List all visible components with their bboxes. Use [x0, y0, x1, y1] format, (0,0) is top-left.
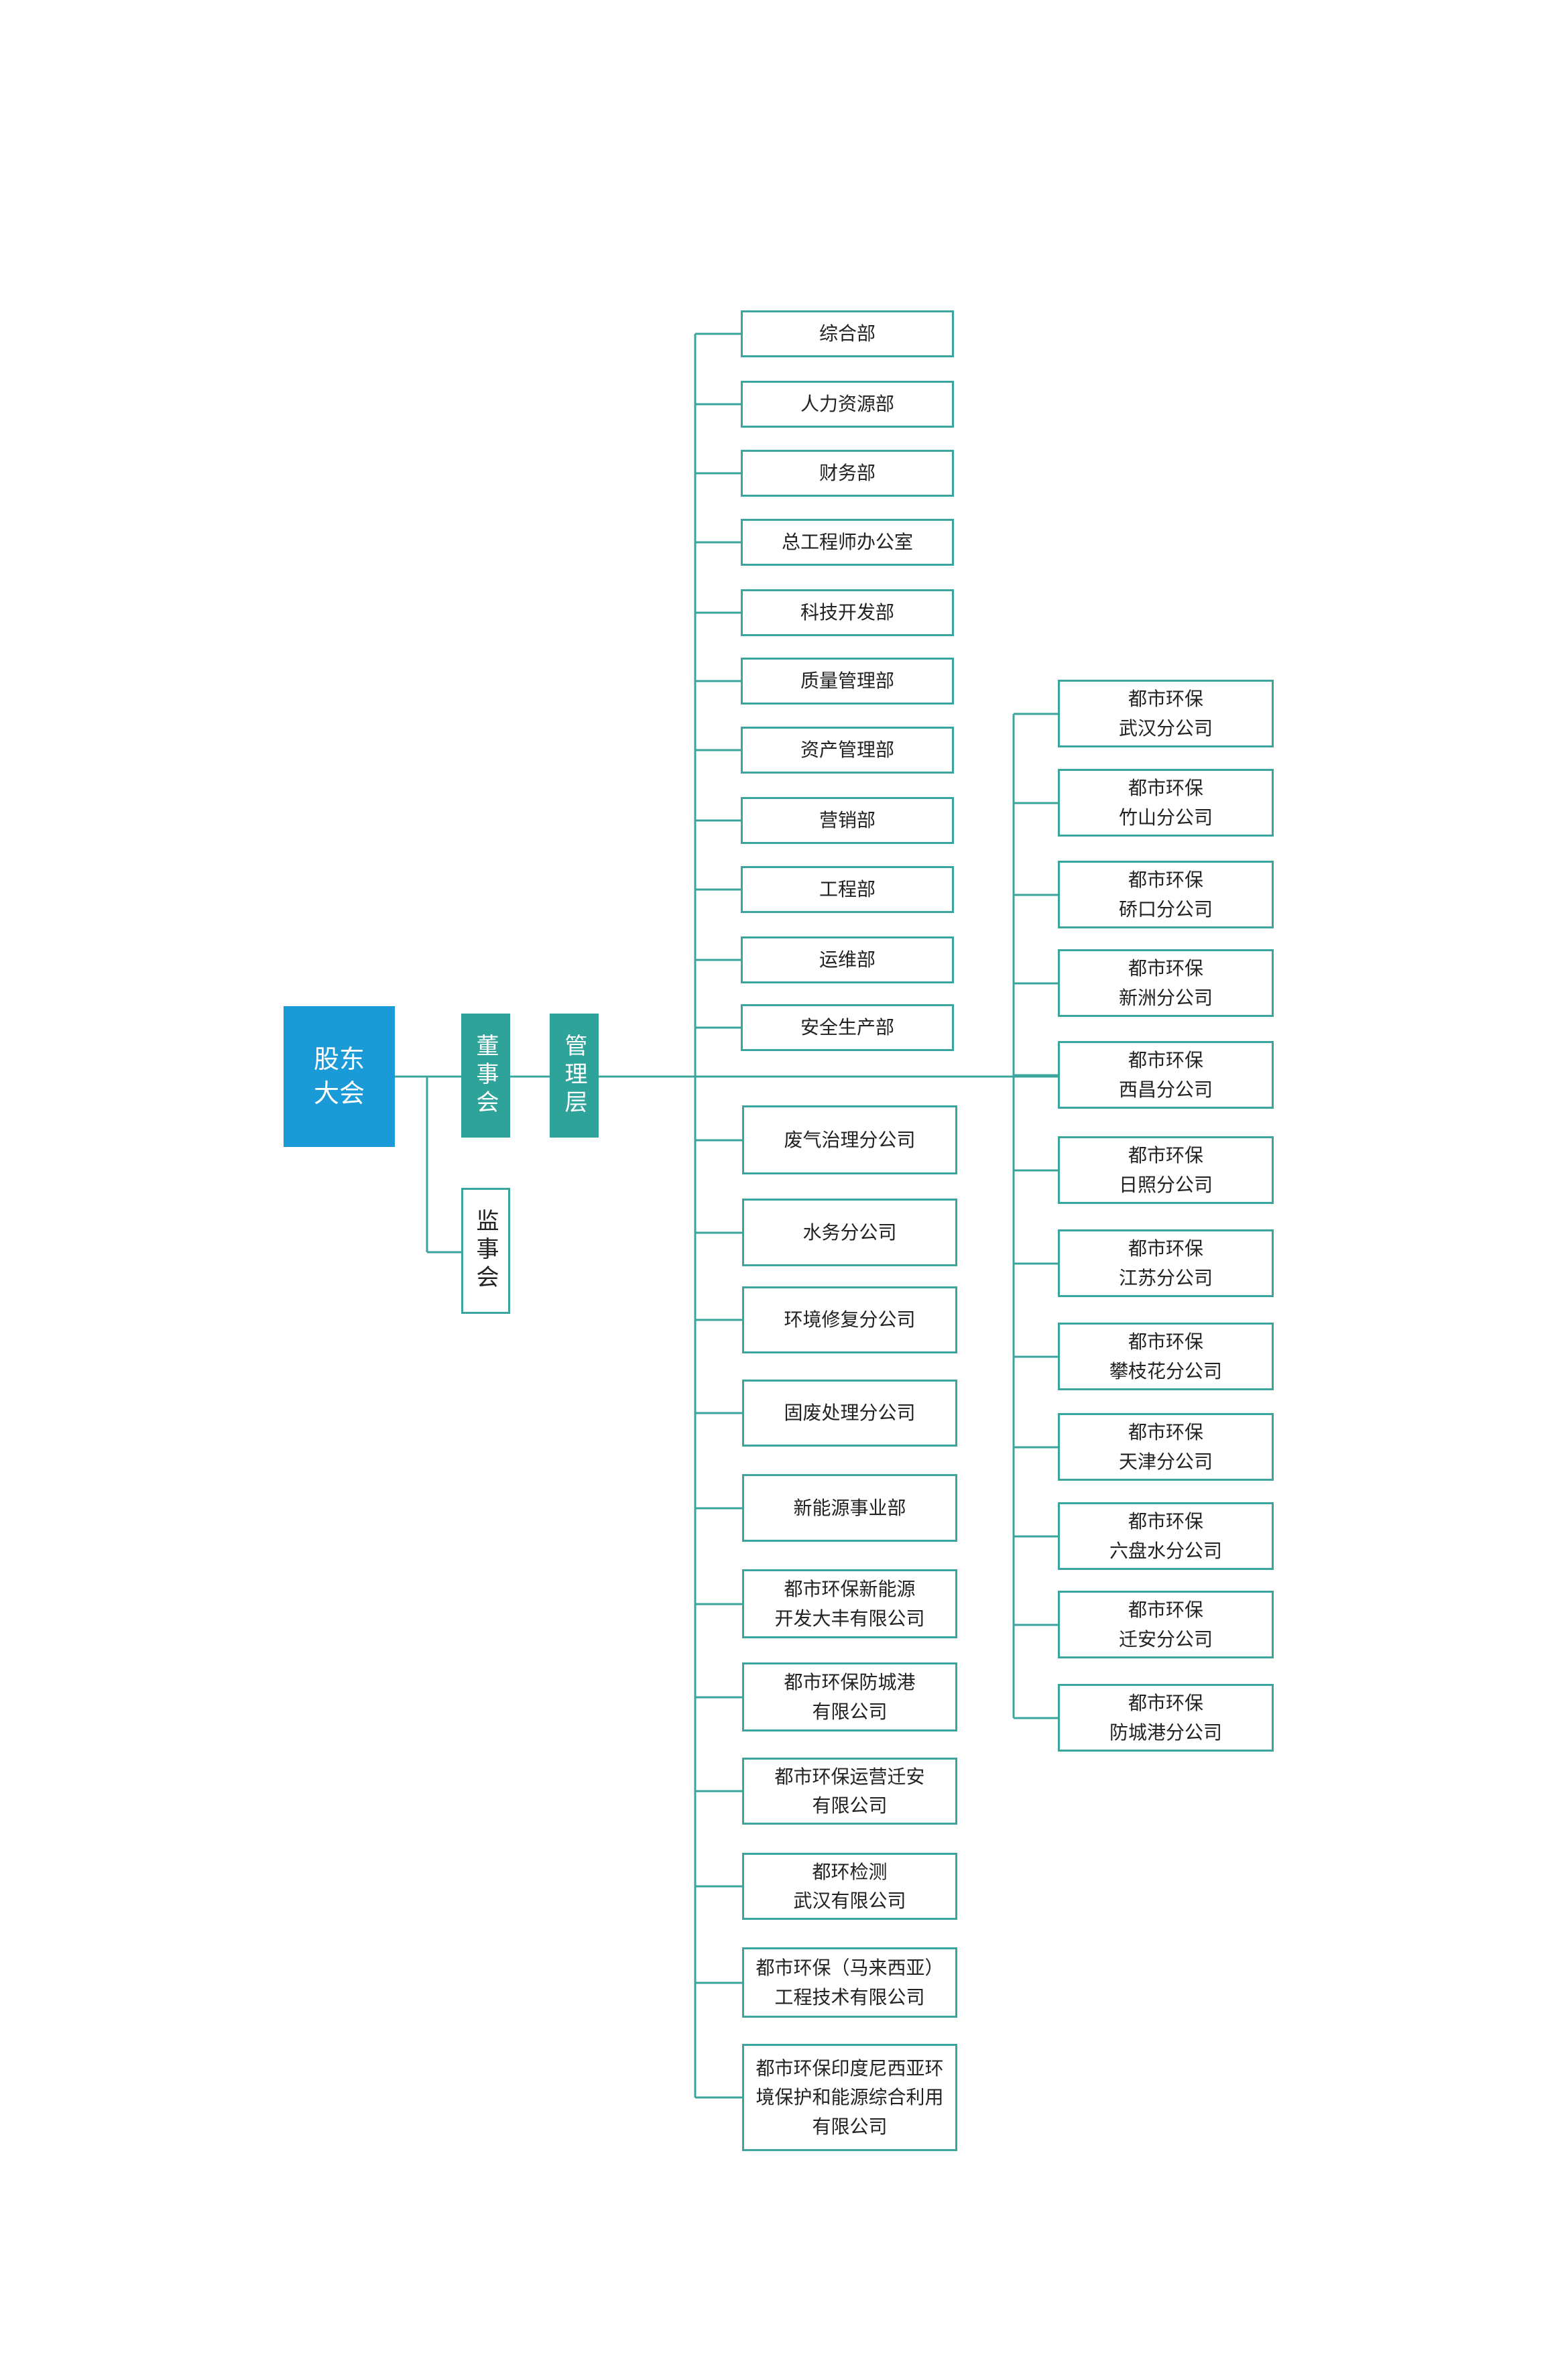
- management-label: 管理层: [560, 1033, 587, 1118]
- department-box: 综合部: [741, 310, 954, 357]
- department-box: 安全生产部: [741, 1004, 954, 1051]
- subsidiary-box: 固废处理分公司: [742, 1380, 957, 1447]
- subsidiary-box: 都市环保（马来西亚） 工程技术有限公司: [742, 1947, 957, 2018]
- board-of-directors-label: 董事会: [472, 1033, 499, 1118]
- branch-box: 都市环保 攀枝花分公司: [1058, 1323, 1274, 1390]
- board-of-directors-box: 董事会: [461, 1014, 510, 1138]
- department-box: 工程部: [741, 866, 954, 913]
- department-box: 营销部: [741, 797, 954, 844]
- board-of-supervisors-label: 监事会: [472, 1209, 499, 1293]
- branch-box: 都市环保 迁安分公司: [1058, 1591, 1274, 1658]
- branch-box: 都市环保 硚口分公司: [1058, 861, 1274, 928]
- subsidiary-box: 废气治理分公司: [742, 1105, 957, 1174]
- subsidiary-box: 环境修复分公司: [742, 1286, 957, 1353]
- shareholders-meeting-label: 股东大会: [313, 1044, 365, 1108]
- department-box: 人力资源部: [741, 381, 954, 428]
- branch-box: 都市环保 武汉分公司: [1058, 680, 1274, 747]
- branch-box: 都市环保 新洲分公司: [1058, 949, 1274, 1017]
- subsidiary-box: 水务分公司: [742, 1199, 957, 1266]
- subsidiary-box: 都市环保防城港 有限公司: [742, 1662, 957, 1731]
- subsidiary-box: 都环检测 武汉有限公司: [742, 1853, 957, 1920]
- board-of-supervisors-box: 监事会: [461, 1188, 510, 1314]
- department-box: 总工程师办公室: [741, 519, 954, 566]
- branch-box: 都市环保 天津分公司: [1058, 1413, 1274, 1481]
- branch-box: 都市环保 江苏分公司: [1058, 1229, 1274, 1297]
- branch-box: 都市环保 日照分公司: [1058, 1136, 1274, 1204]
- department-box: 科技开发部: [741, 589, 954, 636]
- subsidiary-box: 都市环保印度尼西亚环 境保护和能源综合利用 有限公司: [742, 2044, 957, 2151]
- department-box: 资产管理部: [741, 727, 954, 774]
- branch-box: 都市环保 六盘水分公司: [1058, 1502, 1274, 1570]
- subsidiary-box: 都市环保运营迁安 有限公司: [742, 1758, 957, 1825]
- branch-box: 都市环保 竹山分公司: [1058, 769, 1274, 837]
- department-box: 运维部: [741, 936, 954, 983]
- branch-box: 都市环保 防城港分公司: [1058, 1684, 1274, 1752]
- management-box: 管理层: [550, 1014, 599, 1138]
- department-box: 质量管理部: [741, 658, 954, 705]
- branch-box: 都市环保 西昌分公司: [1058, 1041, 1274, 1109]
- shareholders-meeting-box: 股东大会: [284, 1006, 395, 1147]
- department-box: 财务部: [741, 450, 954, 497]
- subsidiary-box: 都市环保新能源 开发大丰有限公司: [742, 1569, 957, 1638]
- subsidiary-box: 新能源事业部: [742, 1474, 957, 1542]
